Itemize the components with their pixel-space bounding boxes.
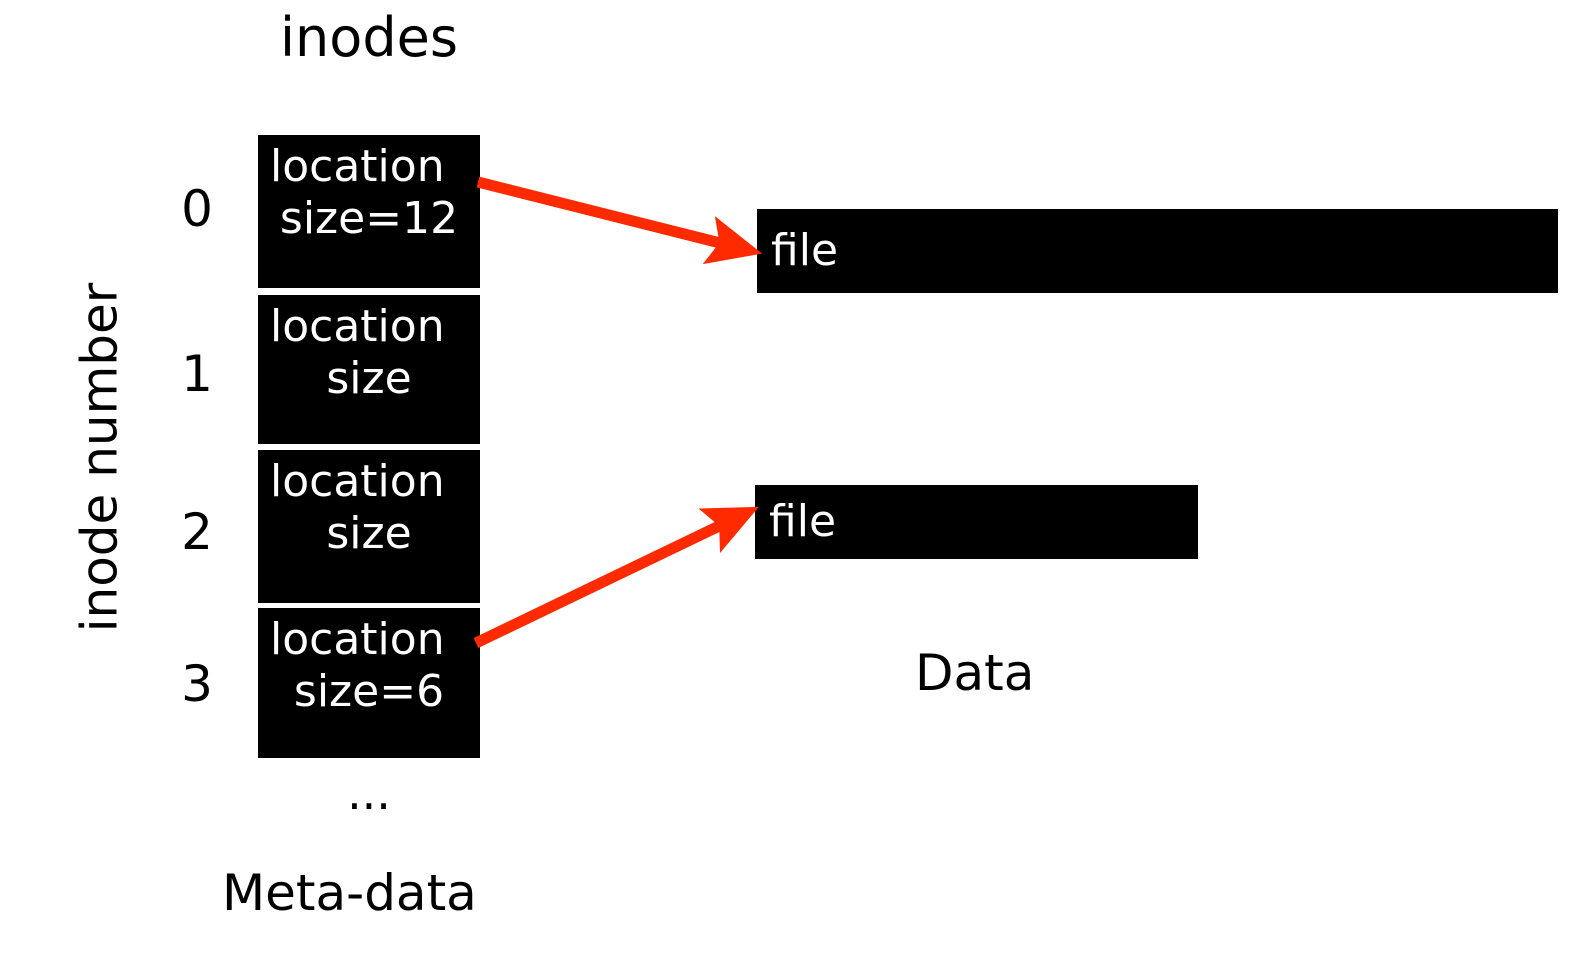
file-block-0-label: file — [771, 225, 839, 276]
file-block-1-label: file — [769, 496, 837, 547]
inode-cell-2[interactable]: location size — [258, 450, 480, 603]
inode-cell-0[interactable]: location size=12 — [258, 135, 480, 288]
inode-number-2: 2 — [181, 503, 213, 561]
inode-number-3: 3 — [181, 655, 213, 713]
inode-cell-3[interactable]: location size=6 — [258, 608, 480, 758]
data-label: Data — [915, 644, 1035, 702]
inode-cell-2-location: location — [270, 456, 445, 507]
arrow-inode3-to-file1 — [473, 506, 759, 648]
inode-cell-3-size: size=6 — [293, 666, 445, 717]
inode-column-ellipsis: ... — [347, 766, 391, 820]
meta-data-label: Meta-data — [222, 864, 477, 922]
inode-number-0: 0 — [181, 180, 213, 238]
inode-number-axis-label: inode number — [70, 282, 129, 633]
file-block-0[interactable]: file — [757, 209, 1558, 293]
inodes-title: inodes — [280, 6, 458, 69]
arrow-inode0-to-file0 — [476, 176, 763, 265]
inode-cell-1-location: location — [270, 301, 445, 352]
inode-cell-0-size: size=12 — [279, 193, 459, 244]
inode-cell-1-size: size — [326, 353, 412, 404]
inode-cell-2-size: size — [326, 508, 412, 559]
inode-cell-0-location: location — [270, 141, 445, 192]
file-block-1[interactable]: file — [755, 485, 1198, 559]
inode-cell-3-location: location — [270, 614, 445, 665]
inode-number-1: 1 — [181, 345, 213, 403]
inode-cell-1[interactable]: location size — [258, 295, 480, 444]
